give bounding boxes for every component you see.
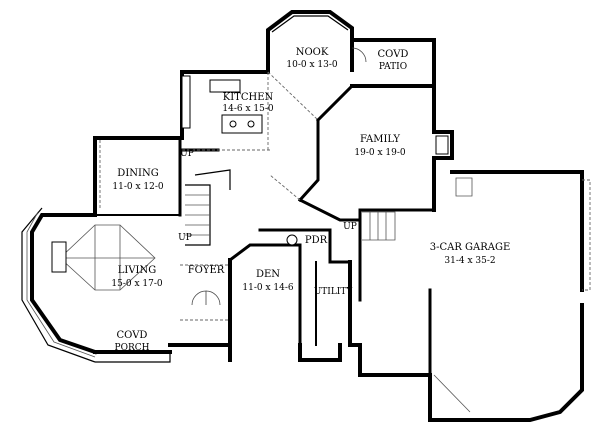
room-dim-garage: 31-4 x 35-2 [444,256,495,266]
room-name-family: FAMILY [360,134,400,145]
room-name-patio: COVD [378,49,409,60]
up-label-dining: UP [180,149,194,159]
room-dim-dining: 11-0 x 12-0 [112,182,164,192]
up-label-garage: UP [343,222,357,232]
room-dim-porch: PORCH [115,343,150,353]
garage-stairs [362,211,396,241]
room-name-garage: 3-CAR GARAGE [430,242,511,253]
foyer-stairs [185,169,231,246]
utility-label: UTILITY [314,287,354,297]
room-dim-den: 11-0 x 14-6 [242,283,294,293]
exterior-walls [30,10,584,422]
up-label-foyer: UP [178,233,192,243]
detail-lines [21,15,591,413]
room-dim-kitchen: 14-6 x 15-0 [222,104,274,114]
room-dim-living: 15-0 x 17-0 [111,279,163,289]
room-dim-nook: 10-0 x 13-0 [286,60,338,70]
room-labels: NOOK 10-0 x 13-0 COVD PATIO KITCHEN 14-6… [111,47,510,353]
room-name-kitchen: KITCHEN [223,92,274,103]
entry-doors [191,290,221,306]
room-name-living: LIVING [118,265,157,276]
room-name-foyer: FOYER [188,265,225,276]
room-name-nook: NOOK [296,47,329,58]
room-name-den: DEN [256,269,280,280]
interior-walls [94,83,436,377]
room-name-dining: DINING [117,168,158,179]
pdr-label: PDR [305,235,328,246]
room-dim-patio: PATIO [379,62,407,72]
room-name-porch: COVD [117,330,148,341]
room-dim-family: 19-0 x 19-0 [354,148,406,158]
